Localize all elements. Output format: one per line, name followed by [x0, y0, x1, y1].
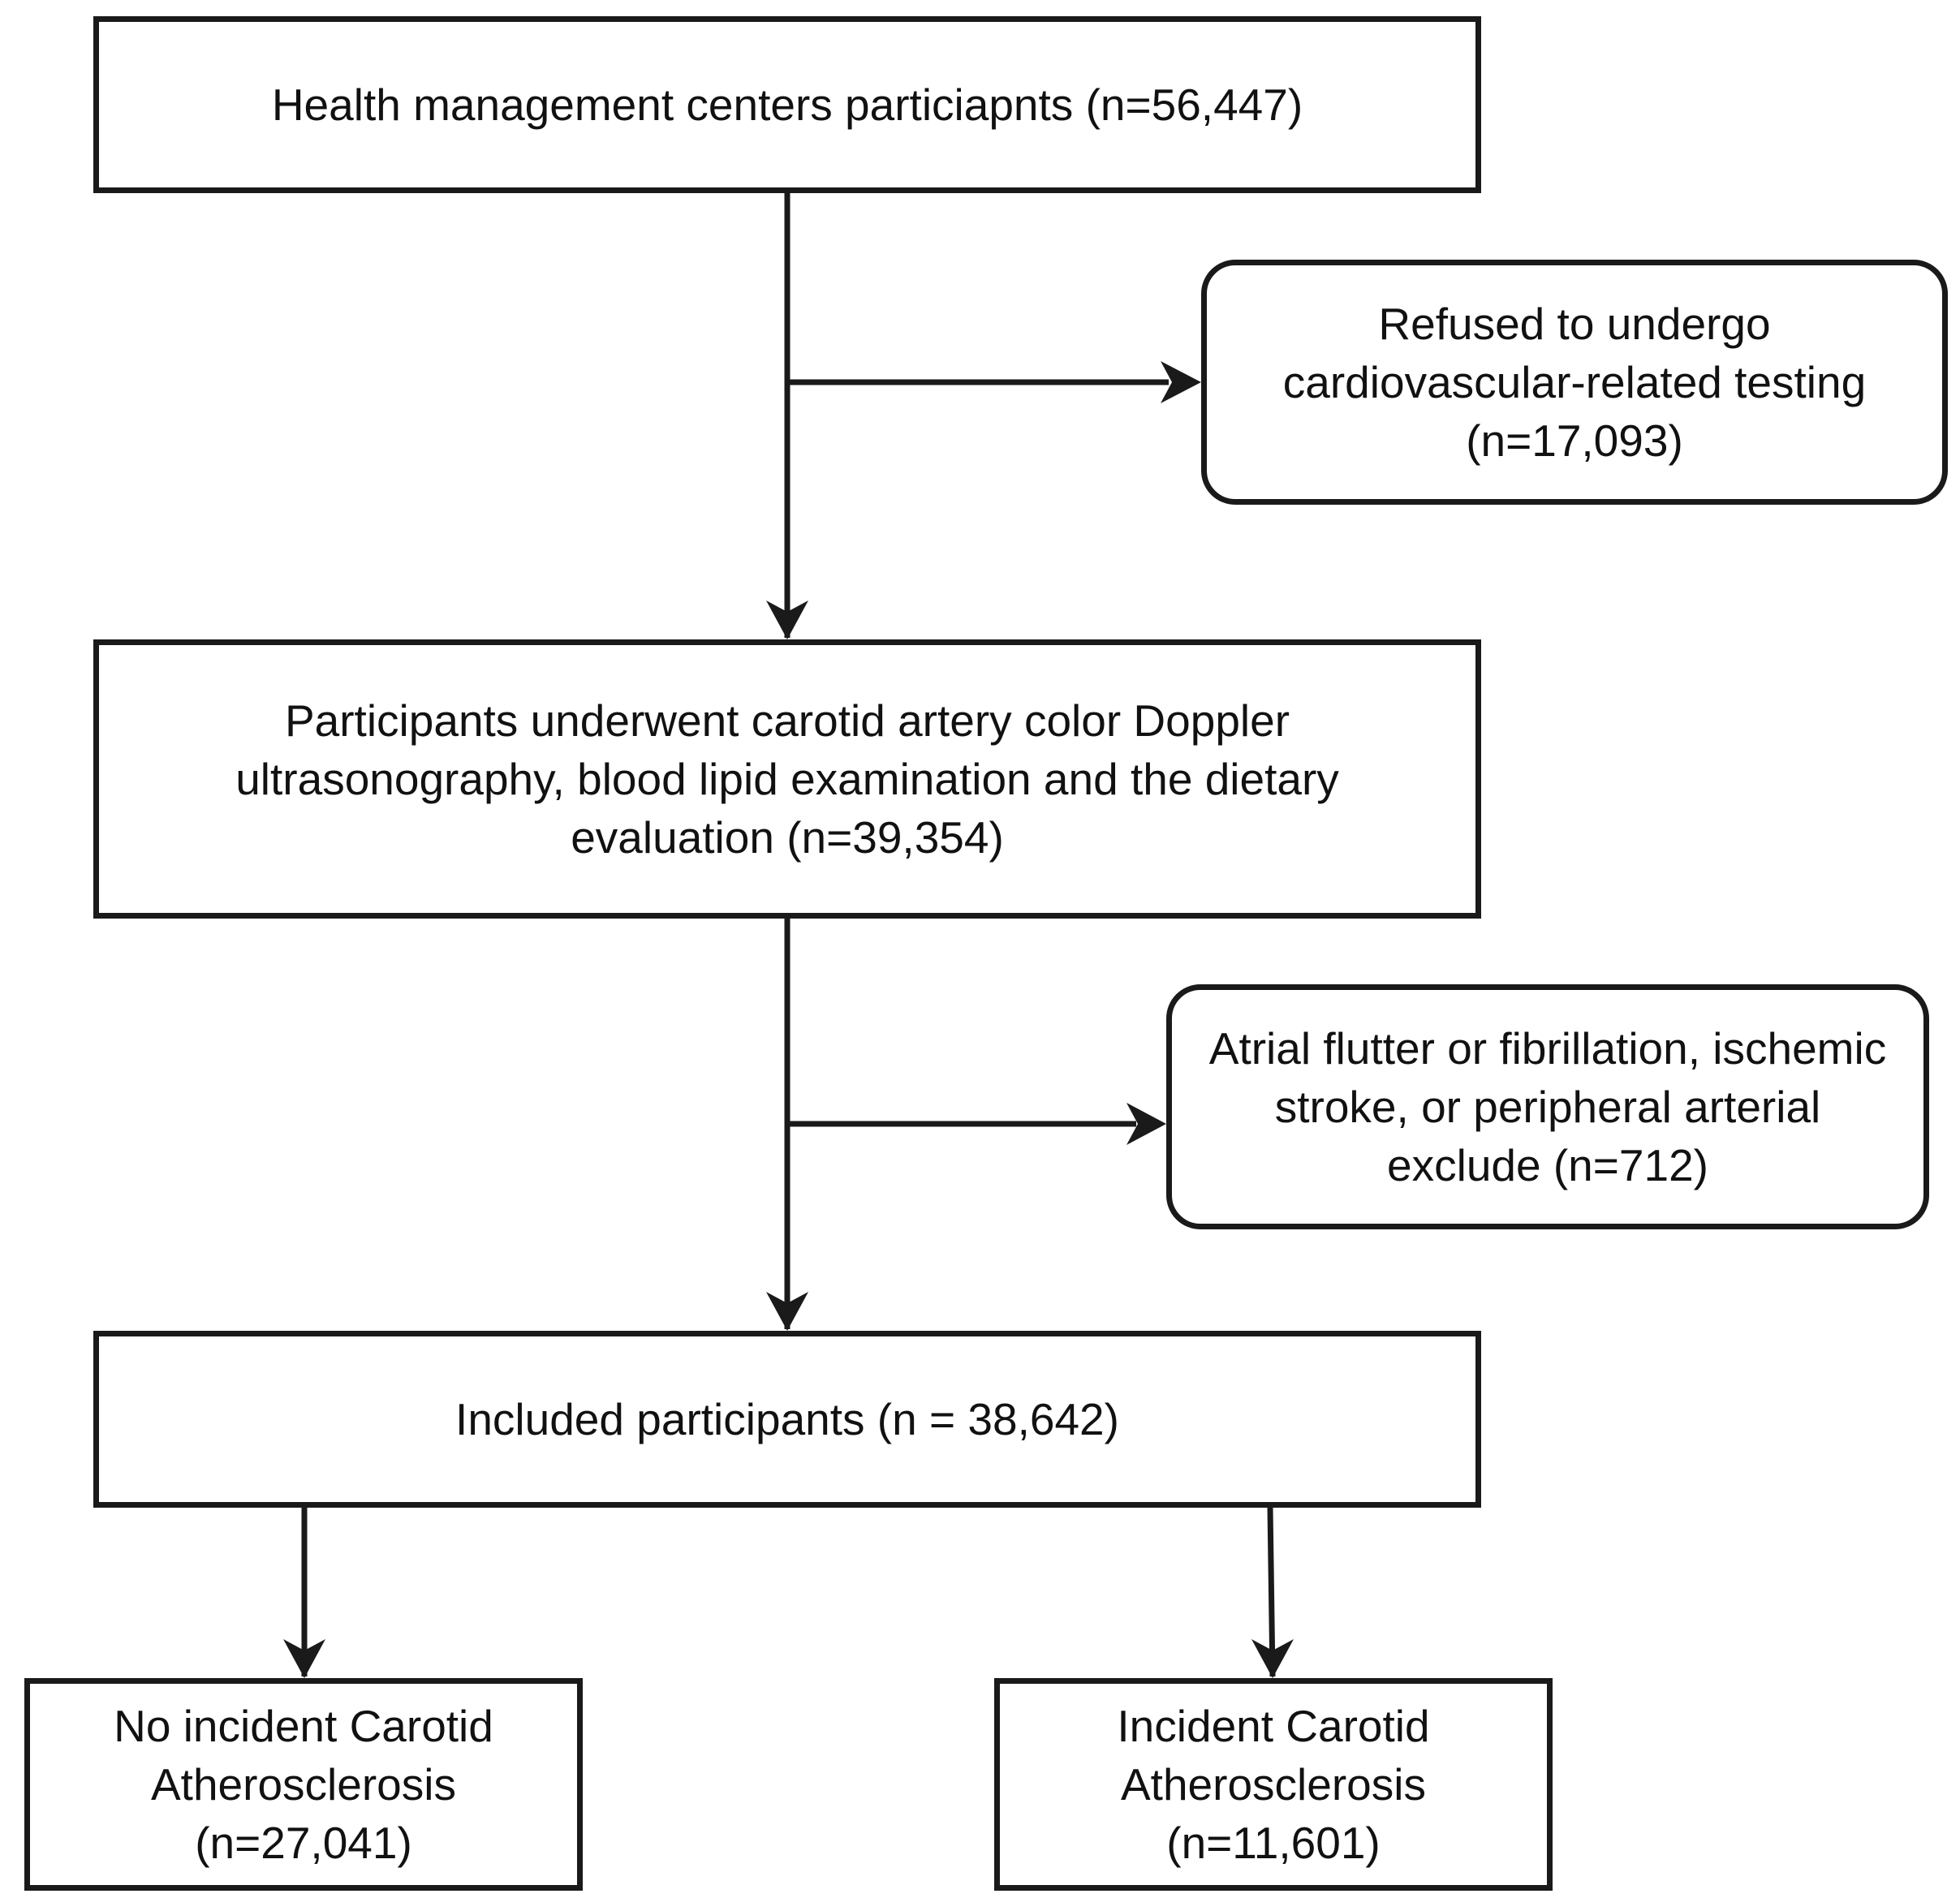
excluded-line-3: exclude (n=712) [1387, 1140, 1708, 1190]
included-participants-box: Included participants (n = 38,642) [93, 1331, 1481, 1508]
incident-line-3: (n=11,601) [1166, 1818, 1381, 1868]
excluded-conditions-box: Atrial flutter or fibrillation, ischemic… [1166, 984, 1929, 1229]
incident-box: Incident Carotid Atherosclerosis (n=11,6… [994, 1678, 1553, 1891]
no-incident-line-3: (n=27,041) [195, 1818, 412, 1868]
arrowhead-refused [1161, 361, 1201, 403]
arrowhead-no-incident [283, 1639, 325, 1678]
evaluated-participants-box: Participants underwent carotid artery co… [93, 639, 1481, 919]
arrowhead-evaluated [766, 600, 808, 639]
incident-line-2: Atherosclerosis [1121, 1759, 1426, 1810]
screened-participants-box: Health management centers particiapnts (… [93, 16, 1481, 193]
evaluated-line-2: ultrasonography, blood lipid examination… [235, 754, 1339, 804]
arrowhead-incident [1251, 1639, 1294, 1678]
excluded-line-2: stroke, or peripheral arterial [1274, 1082, 1821, 1132]
incident-line-1: Incident Carotid [1117, 1701, 1430, 1751]
included-participants-text: Included participants (n = 38,642) [455, 1394, 1119, 1444]
screened-participants-text: Health management centers particiapnts (… [271, 80, 1303, 130]
refused-line-2: cardiovascular-related testing [1282, 357, 1867, 407]
no-incident-line-1: No incident Carotid [114, 1701, 493, 1751]
arrowhead-included [766, 1292, 808, 1331]
no-incident-box: No incident Carotid Atherosclerosis (n=2… [24, 1678, 583, 1891]
evaluated-line-3: evaluation (n=39,354) [571, 812, 1004, 863]
refused-line-3: (n=17,093) [1466, 415, 1683, 466]
arrow-included-to-incident [1267, 1507, 1276, 1677]
evaluated-line-1: Participants underwent carotid artery co… [284, 695, 1290, 746]
refused-line-1: Refused to undergo [1378, 299, 1771, 349]
refused-testing-box: Refused to undergo cardiovascular-relate… [1201, 260, 1948, 505]
arrowhead-excluded [1126, 1103, 1166, 1145]
no-incident-line-2: Atherosclerosis [151, 1759, 456, 1810]
excluded-line-1: Atrial flutter or fibrillation, ischemic [1208, 1023, 1887, 1074]
